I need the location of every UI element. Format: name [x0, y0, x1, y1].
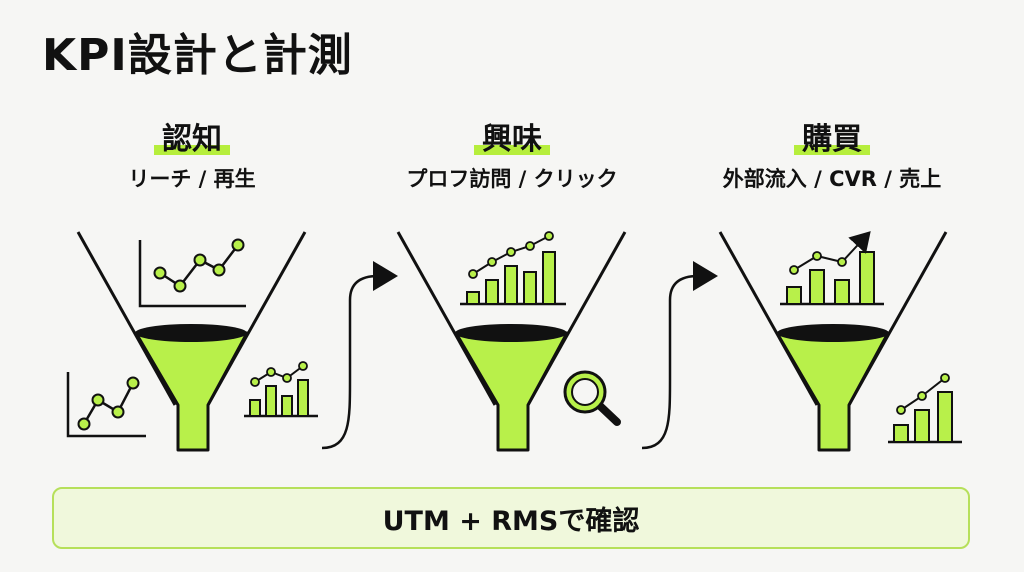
stage-name: 興味: [474, 120, 550, 159]
stage-awareness: 認知 リーチ / 再生: [42, 120, 342, 470]
stage-name: 購買: [794, 120, 870, 159]
bar-chart-icon: [780, 231, 884, 306]
bar-chart-icon: [888, 373, 962, 444]
arrow-icon: [641, 261, 718, 450]
magnifier-icon: [563, 370, 621, 426]
bar-chart-icon: [244, 361, 318, 418]
stage-interest: 興味 プロフ訪問 / クリック: [362, 120, 662, 470]
stage-purchase: 購買 外部流入 / CVR / 売上: [682, 120, 982, 470]
verification-banner: UTM + RMSで確認: [52, 487, 970, 549]
stage-metric: プロフ訪問 / クリック: [406, 167, 618, 191]
line-chart-icon: [138, 238, 246, 308]
line-chart-icon: [66, 372, 146, 438]
funnel-icon: [718, 231, 948, 452]
verification-label: UTM + RMSで確認: [382, 505, 640, 537]
stage-name: 認知: [154, 120, 230, 159]
stage-metric: 外部流入 / CVR / 売上: [722, 167, 942, 191]
funnel-icon: [396, 231, 627, 452]
funnel-icon: [76, 231, 307, 452]
arrow-icon: [321, 261, 398, 450]
bar-chart-icon: [460, 231, 566, 306]
page-title: KPI設計と計測: [42, 30, 353, 81]
stage-metric: リーチ / 再生: [128, 167, 256, 191]
